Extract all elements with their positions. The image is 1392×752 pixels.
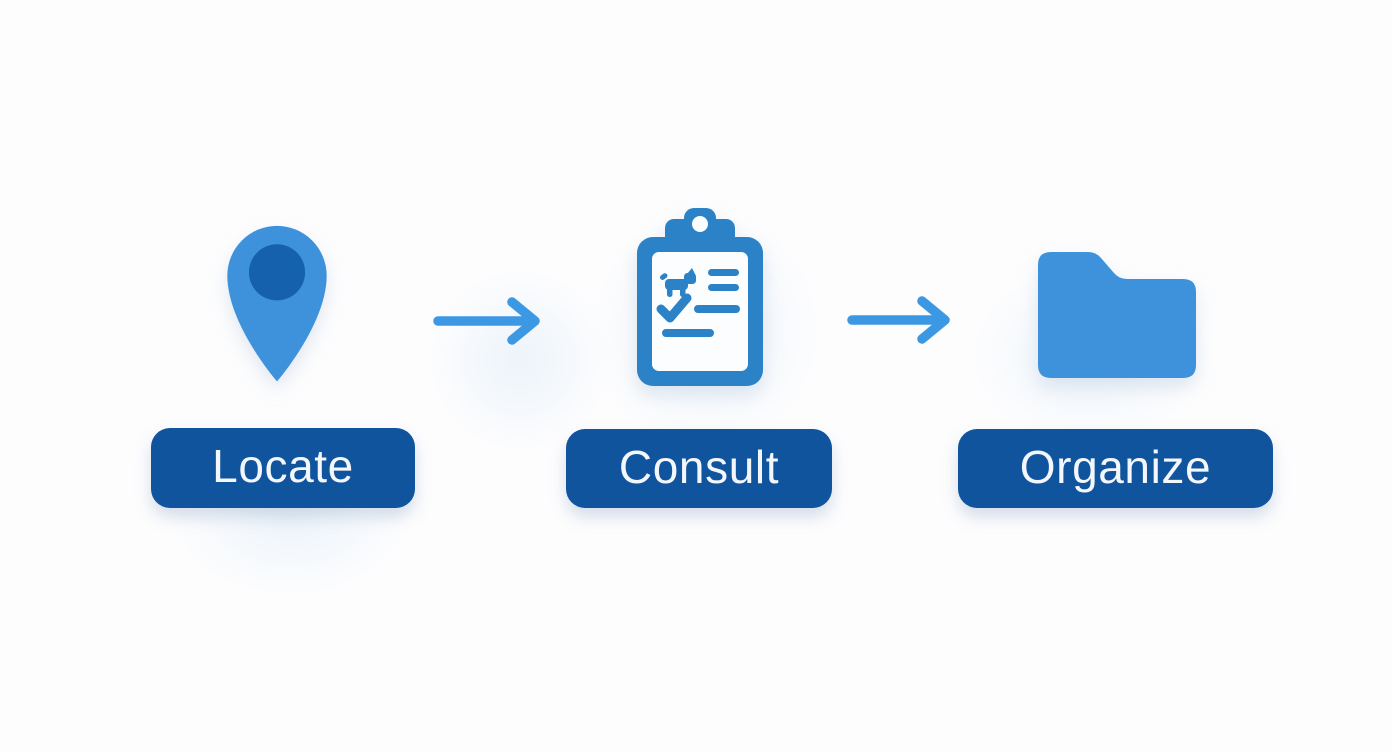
clipboard-clip-hole bbox=[692, 216, 708, 232]
step-label: Organize bbox=[1019, 440, 1212, 493]
arrow-right-icon bbox=[433, 297, 540, 345]
step-button-locate[interactable]: Locate bbox=[151, 428, 415, 508]
map-pin-dot bbox=[248, 244, 306, 301]
clipboard-checklist-icon bbox=[637, 208, 763, 386]
checkmark-icon bbox=[656, 293, 692, 323]
folder-icon bbox=[1038, 252, 1196, 378]
map-pin-icon bbox=[227, 225, 327, 382]
step-button-organize[interactable]: Organize bbox=[958, 429, 1273, 508]
step-label: Consult bbox=[618, 440, 780, 493]
step-label: Locate bbox=[212, 440, 354, 492]
step-button-consult[interactable]: Consult bbox=[566, 429, 832, 508]
dog-icon bbox=[659, 268, 696, 297]
arrow-right-icon bbox=[847, 296, 950, 344]
list-lines-bottom bbox=[662, 305, 740, 337]
list-lines-top bbox=[708, 269, 739, 291]
